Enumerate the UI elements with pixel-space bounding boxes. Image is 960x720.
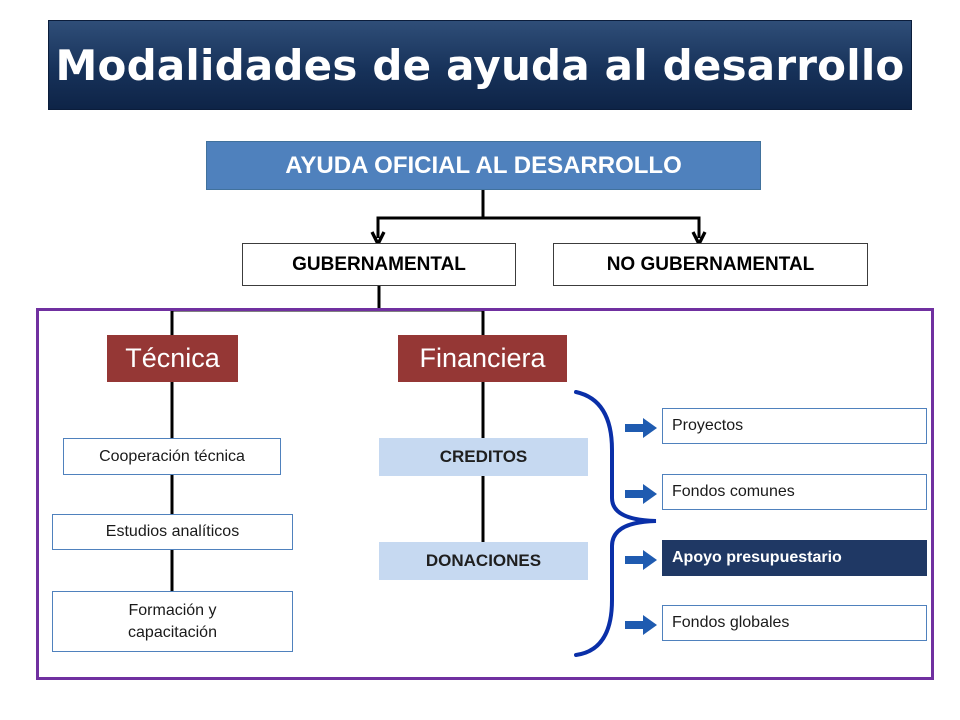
arrow-right-icon [625,418,657,438]
root-box: AYUDA OFICIAL AL DESARROLLO [206,141,761,190]
arrow-right-icon [625,550,657,570]
root-connector [376,190,699,238]
cooperation-frame [36,308,934,680]
donaciones-box: DONACIONES [379,542,588,580]
proyectos-box: Proyectos [662,408,927,444]
creditos-box: CREDITOS [379,438,588,476]
arrow-right-icon [625,484,657,504]
page-title: Modalidades de ayuda al desarrollo [55,40,905,90]
arrow-right-icon [625,615,657,635]
no-gubernamental-box: NO GUBERNAMENTAL [553,243,868,286]
fondos-globales-box: Fondos globales [662,605,927,641]
financiera-box: Financiera [398,335,567,382]
tecnica-box: Técnica [107,335,238,382]
title-banner: Modalidades de ayuda al desarrollo [48,20,912,110]
brace-shape [574,390,657,657]
cooperacion-tecnica-box: Cooperación técnica [63,438,281,475]
fondos-comunes-box: Fondos comunes [662,474,927,510]
apoyo-presupuestario-box: Apoyo presupuestario [662,540,927,576]
formacion-capacitacion-box: Formación y capacitación [52,591,293,652]
gubernamental-box: GUBERNAMENTAL [242,243,516,286]
estudios-analiticos-box: Estudios analíticos [52,514,293,550]
